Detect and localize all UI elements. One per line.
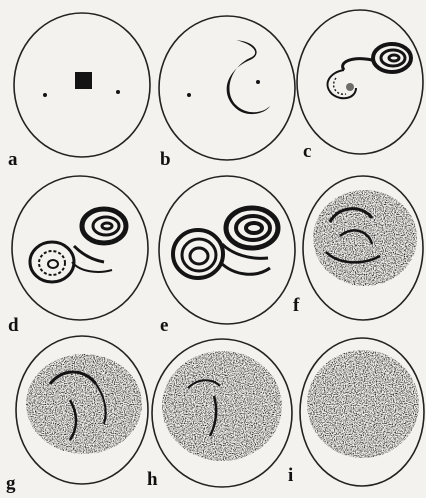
- spiral-lower: [173, 230, 270, 278]
- mixed-texture: [162, 351, 282, 461]
- panel-c: [297, 10, 423, 154]
- panel-b: [159, 16, 295, 160]
- panel-label-g: g: [6, 474, 16, 493]
- vortex-point-right: [256, 80, 260, 84]
- lobe-upper: [82, 209, 126, 243]
- stretched-filament: [227, 40, 270, 114]
- spiral-upper: [226, 208, 278, 248]
- vortex-point-left: [187, 93, 191, 97]
- mixed-texture: [307, 350, 419, 458]
- panel-g: [16, 336, 148, 484]
- panel-label-h: h: [147, 470, 158, 489]
- panel-i: [300, 338, 424, 486]
- panel-label-d: d: [8, 316, 19, 335]
- vortex-point-left: [43, 93, 47, 97]
- mixed-texture: [313, 190, 417, 286]
- panel-label-a: a: [8, 150, 18, 169]
- mixed-texture: [26, 354, 142, 454]
- panel-label-e: e: [160, 316, 168, 335]
- panel-a: [14, 13, 150, 157]
- panel-f: [303, 176, 423, 320]
- panel-label-c: c: [303, 142, 311, 161]
- panel-d-boundary: [12, 176, 148, 320]
- panel-c-boundary: [297, 10, 423, 154]
- lobe-lower: [30, 242, 112, 282]
- panel-d: [12, 176, 148, 320]
- panel-h: [152, 339, 292, 487]
- panel-label-f: f: [293, 296, 299, 315]
- panel-label-b: b: [160, 150, 171, 169]
- spiral-core-dots: [346, 83, 354, 91]
- square-blob: [75, 72, 92, 89]
- panel-e: [159, 176, 295, 324]
- vortex-point-right: [116, 90, 120, 94]
- panel-label-i: i: [288, 466, 293, 485]
- spiral-upper: [343, 44, 411, 72]
